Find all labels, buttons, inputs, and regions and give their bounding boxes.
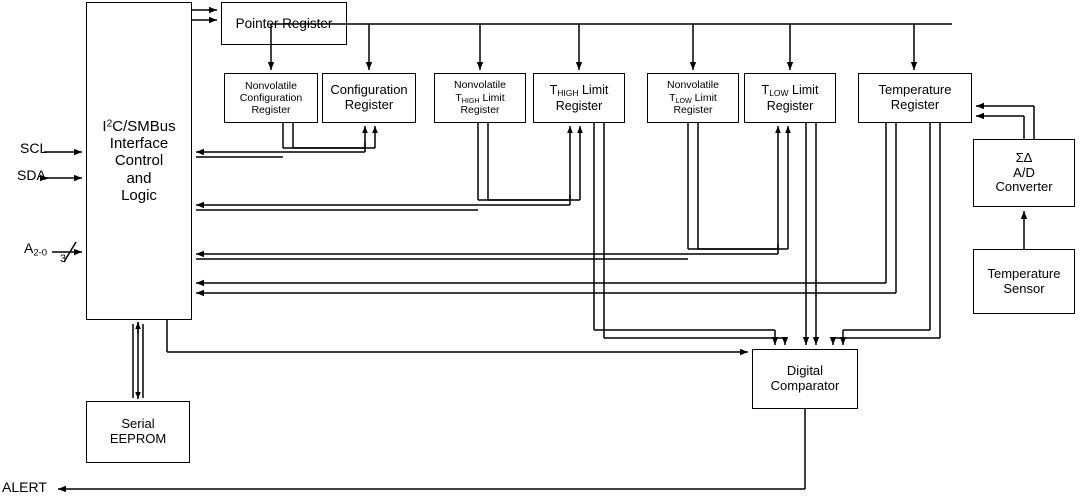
pin-label-scl: SCL	[20, 140, 48, 156]
pin-label-alert: ALERT	[2, 479, 47, 495]
pin-label-sda: SDA	[17, 167, 46, 183]
pin-label-bus-width: 3	[60, 253, 67, 265]
block-pointer-register: Pointer Register	[221, 2, 347, 45]
block-configuration-register-label: Configuration Register	[330, 82, 408, 112]
block-pointer-register-label: Pointer Register	[235, 15, 333, 31]
pin-label-address: A2-0	[24, 240, 48, 259]
block-configuration-register: Configuration Register	[322, 73, 416, 123]
